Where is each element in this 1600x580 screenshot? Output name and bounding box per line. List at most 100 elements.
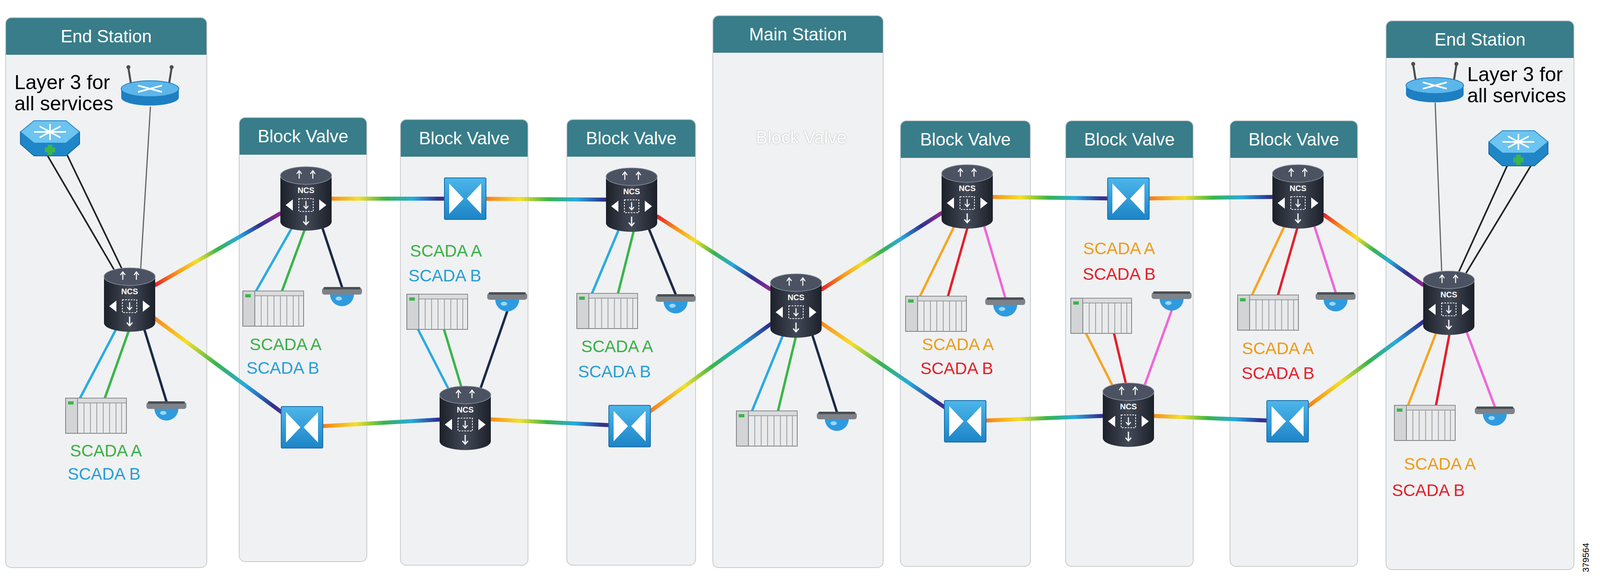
wire xyxy=(1278,218,1300,296)
fiber-link xyxy=(629,306,796,427)
wire xyxy=(592,222,622,294)
scada-label: SCADA B xyxy=(246,359,320,378)
ncs-router: NCS xyxy=(280,166,332,232)
ncs-router: NCS xyxy=(103,267,156,334)
ncs-label: NCS xyxy=(439,405,492,415)
fiber-link xyxy=(965,415,1129,422)
station-panel: Block ValveSCADA ASCADA BNCS xyxy=(566,119,696,566)
plc-icon xyxy=(736,411,798,447)
ncs-router-shape xyxy=(439,385,492,452)
ncs-label: NCS xyxy=(605,187,658,196)
switch-icon xyxy=(281,406,323,449)
camera-icon xyxy=(146,401,187,421)
wire xyxy=(80,322,120,399)
wire xyxy=(1142,310,1172,393)
scada-label: SCADA A xyxy=(70,442,142,461)
plc-icon xyxy=(242,291,304,327)
switch-icon xyxy=(608,405,651,448)
ncs-label: NCS xyxy=(103,287,156,296)
camera-icon xyxy=(985,297,1026,317)
station-panel: Block ValveSCADA A SCADA B NCS xyxy=(900,120,1031,568)
wire xyxy=(142,322,167,402)
wire xyxy=(1252,218,1288,296)
fiber-ring xyxy=(129,196,1449,428)
ncs-label: NCS xyxy=(1422,290,1475,300)
camera-icon xyxy=(487,292,528,312)
fiber-link xyxy=(465,418,630,427)
ncs-router: NCS xyxy=(1102,382,1155,449)
station-title: Block Valve xyxy=(1066,121,1193,158)
ncs-label: NCS xyxy=(1102,402,1155,412)
ncs-label: NCS xyxy=(1272,184,1324,193)
wire xyxy=(1114,333,1128,393)
wire xyxy=(1462,164,1532,280)
station-title: End Station xyxy=(6,18,207,55)
scada-label: SCADA A xyxy=(1404,455,1476,474)
ncs-label: NCS xyxy=(941,184,994,193)
router-icon xyxy=(121,65,179,106)
switch-icon xyxy=(1266,400,1309,443)
plc-icon xyxy=(576,293,638,329)
ncs-router-shape xyxy=(1272,164,1324,230)
station-panel: Block ValveSCADA A SCADA B NCS xyxy=(1229,120,1358,568)
firewall-icon xyxy=(20,120,80,156)
ncs-router: NCS xyxy=(439,385,492,452)
wire xyxy=(140,107,151,280)
fiber-link xyxy=(1287,303,1449,422)
wire xyxy=(104,322,132,399)
station-title: Block Valve xyxy=(1230,121,1358,158)
device-wires xyxy=(80,218,1495,412)
wire xyxy=(1435,103,1442,280)
station-panel: Main StationBlock ValveNCS xyxy=(712,15,884,569)
figure-number: 379564 xyxy=(1580,543,1592,573)
ncs-router-shape xyxy=(280,166,332,232)
wire xyxy=(810,328,837,412)
ncs-router-shape xyxy=(103,267,156,334)
ncs-router: NCS xyxy=(941,164,994,230)
scada-label: SCADA B xyxy=(1082,265,1156,284)
wire xyxy=(618,222,636,294)
camera-icon xyxy=(322,287,362,307)
scada-label: SCADA A xyxy=(1083,239,1156,258)
ncs-router-shape xyxy=(605,167,658,234)
fiber-link xyxy=(657,216,770,290)
switch-icon xyxy=(944,400,986,443)
plc-icon xyxy=(65,398,127,434)
plc-icon xyxy=(406,294,468,330)
fiber-link xyxy=(465,198,632,200)
fiber-link xyxy=(155,213,280,285)
fiber-link xyxy=(306,196,466,201)
fiber-link xyxy=(1128,415,1288,422)
station-panel: End StationLayer 3 for all servicesSCADA… xyxy=(1385,20,1575,571)
scada-label: SCADA A xyxy=(922,335,994,354)
camera-icon xyxy=(655,294,696,314)
ncs-label: NCS xyxy=(280,186,332,195)
scada-label: SCADA A xyxy=(581,337,654,356)
scada-label: SCADA A xyxy=(249,335,322,354)
devices xyxy=(20,62,1548,449)
wire xyxy=(1436,325,1452,406)
station-title: Block Valve xyxy=(400,120,528,157)
wire xyxy=(948,218,970,297)
scada-label: SCADA B xyxy=(67,465,141,484)
scada-label: SCADA B xyxy=(920,359,994,378)
station-title: Block Valve xyxy=(900,121,1030,158)
wire xyxy=(282,220,308,292)
scada-label: SCADA B xyxy=(1241,364,1315,383)
camera-icon xyxy=(1315,292,1356,312)
scada-label: SCADA B xyxy=(578,362,651,382)
fiber-link xyxy=(822,213,942,290)
station-panel: Block ValveSCADA ASCADA BNCS xyxy=(238,117,368,563)
fiber-link xyxy=(1128,196,1298,199)
wire xyxy=(47,155,120,280)
ncs-router-shape xyxy=(1102,382,1155,449)
wire xyxy=(320,220,342,288)
wire xyxy=(1464,325,1495,407)
wire xyxy=(1455,164,1508,280)
scada-label: SCADA A xyxy=(1242,339,1314,358)
scada-label: SCADA A xyxy=(410,242,482,261)
wire xyxy=(444,329,464,396)
router-icon xyxy=(1406,62,1464,103)
ncs-router-shape xyxy=(1422,270,1475,337)
ncs-router-shape xyxy=(941,164,994,230)
